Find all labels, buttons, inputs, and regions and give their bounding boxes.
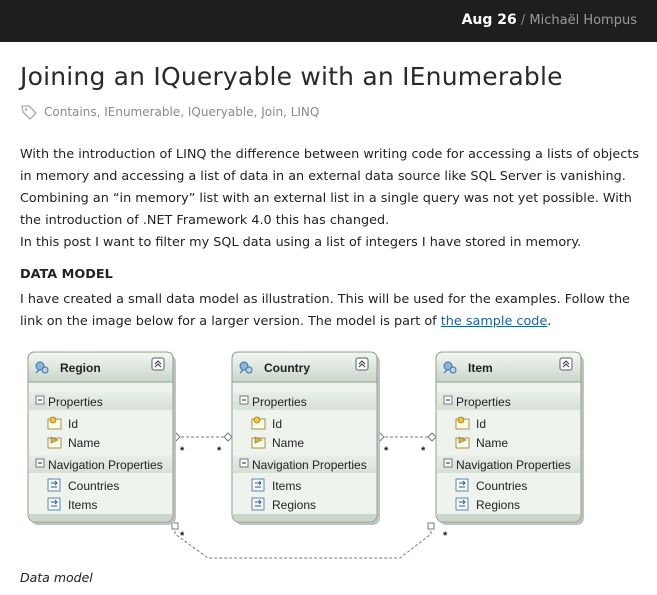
tag-join[interactable]: Join bbox=[261, 105, 284, 119]
diagram-caption: Data model bbox=[20, 570, 93, 585]
property-name: Name bbox=[476, 436, 508, 450]
navigation-section-label: Navigation Properties bbox=[48, 458, 163, 472]
navigation-property-icon bbox=[47, 497, 61, 511]
entity-name: Country bbox=[264, 361, 310, 375]
tag-separator: , bbox=[283, 105, 291, 119]
multiplicity-label: * bbox=[217, 445, 222, 457]
properties-section-label: Properties bbox=[252, 395, 307, 409]
navigation-property-icon bbox=[251, 497, 265, 511]
property-name: Name bbox=[68, 436, 100, 450]
navigation-property-icon bbox=[455, 478, 469, 492]
collapse-icon[interactable] bbox=[35, 395, 45, 405]
navigation-property-icon bbox=[455, 497, 469, 511]
navigation-property-name: Regions bbox=[272, 498, 316, 512]
entity-icon bbox=[443, 361, 457, 374]
navigation-property-name: Regions bbox=[476, 498, 520, 512]
entity-icon bbox=[35, 361, 49, 374]
collapse-icon[interactable] bbox=[355, 357, 369, 371]
key-property-icon bbox=[455, 416, 470, 430]
property-name: Id bbox=[68, 417, 78, 431]
collapse-icon[interactable] bbox=[559, 357, 573, 371]
collapse-icon[interactable] bbox=[239, 395, 249, 405]
author-link[interactable]: Michaël Hompus bbox=[529, 13, 637, 28]
post-date: Aug 26 bbox=[461, 12, 517, 28]
data-model-diagram[interactable]: * * * * * * Region Properties Id bbox=[20, 344, 590, 564]
collapse-icon[interactable] bbox=[35, 458, 45, 468]
tag-iqueryable[interactable]: IQueryable bbox=[187, 105, 254, 119]
properties-section-label: Properties bbox=[456, 395, 511, 409]
multiplicity-label: * bbox=[384, 445, 389, 457]
intro-paragraph: With the introduction of LINQ the differ… bbox=[20, 147, 640, 228]
entity-name: Region bbox=[60, 361, 101, 375]
property-name: Id bbox=[272, 417, 282, 431]
tag-separator: , bbox=[96, 105, 105, 119]
key-property-icon bbox=[47, 416, 62, 430]
navigation-property-icon bbox=[251, 478, 265, 492]
entity-name: Item bbox=[468, 361, 493, 375]
navigation-section-label: Navigation Properties bbox=[456, 458, 571, 472]
data-model-text: I have created a small data model as ill… bbox=[20, 292, 630, 329]
multiplicity-label: * bbox=[180, 530, 185, 542]
post-meta: Aug 26 / Michaël Hompus bbox=[462, 12, 637, 28]
navigation-property-name: Items bbox=[68, 498, 97, 512]
multiplicity-label: * bbox=[180, 445, 185, 457]
entity-region: Region Properties Id Name Navigation Pro… bbox=[27, 351, 176, 525]
property-name: Name bbox=[272, 436, 304, 450]
collapse-icon[interactable] bbox=[239, 458, 249, 468]
association-lines bbox=[174, 436, 432, 559]
sample-code-link[interactable]: the sample code bbox=[440, 314, 548, 329]
navigation-section-label: Navigation Properties bbox=[252, 458, 367, 472]
filter-paragraph: In this post I want to filter my SQL dat… bbox=[20, 235, 582, 250]
navigation-property-name: Items bbox=[272, 479, 301, 493]
entity-item: Item Properties Id Name Navigation Prope… bbox=[435, 351, 584, 525]
multiplicity-label: * bbox=[421, 445, 426, 457]
tag-list: Contains, IEnumerable, IQueryable, Join,… bbox=[20, 103, 319, 121]
navigation-property-name: Countries bbox=[476, 479, 527, 493]
meta-separator: / bbox=[516, 13, 530, 28]
tag-separator: , bbox=[253, 105, 262, 119]
key-property-icon bbox=[251, 416, 266, 430]
property-icon bbox=[251, 436, 266, 449]
property-icon bbox=[47, 436, 62, 449]
tag-contains[interactable]: Contains bbox=[44, 105, 97, 119]
paragraph-period: . bbox=[547, 314, 552, 329]
tag-icon bbox=[21, 105, 37, 120]
tag-linq[interactable]: LINQ bbox=[290, 105, 320, 119]
section-heading: DATA MODEL bbox=[20, 267, 113, 282]
entity-icon bbox=[239, 361, 253, 374]
tag-separator: , bbox=[180, 105, 188, 119]
multiplicity-labels: * * * * * * bbox=[180, 445, 448, 542]
entity-country: Country Properties Id Name Navigation Pr… bbox=[231, 351, 380, 525]
collapse-icon[interactable] bbox=[151, 357, 165, 371]
post-title: Joining an IQueryable with an IEnumerabl… bbox=[20, 62, 563, 91]
collapse-icon[interactable] bbox=[443, 458, 453, 468]
properties-section-label: Properties bbox=[48, 395, 103, 409]
data-model-paragraph: I have created a small data model as ill… bbox=[20, 289, 640, 333]
collapse-icon[interactable] bbox=[443, 395, 453, 405]
multiplicity-label: * bbox=[443, 530, 448, 542]
property-icon bbox=[455, 436, 470, 449]
top-bar: Aug 26 / Michaël Hompus bbox=[0, 0, 657, 42]
property-name: Id bbox=[476, 417, 486, 431]
navigation-property-icon bbox=[47, 478, 61, 492]
tag-ienumerable[interactable]: IEnumerable bbox=[104, 105, 181, 119]
navigation-property-name: Countries bbox=[68, 479, 119, 493]
